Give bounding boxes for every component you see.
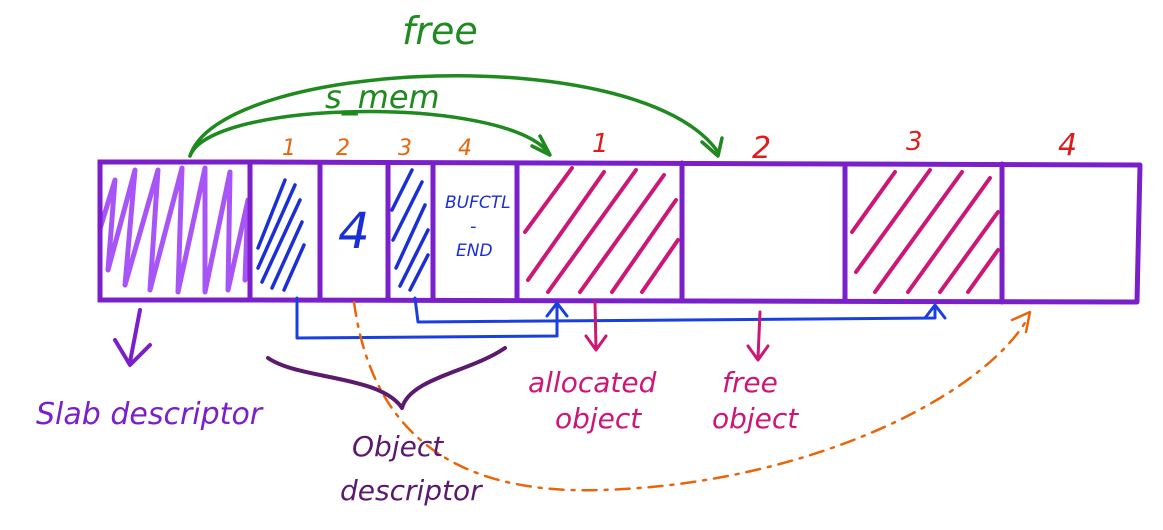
object-index-2: 2 xyxy=(752,131,771,166)
object-cell-1-allocated xyxy=(523,166,680,294)
descriptor-index-row: 1 2 3 4 xyxy=(282,136,472,161)
descriptor-cell-2: 4 xyxy=(338,202,370,260)
s-mem-label: s_mem xyxy=(325,78,440,116)
free-arrow xyxy=(188,74,724,158)
free-object-pointer xyxy=(746,310,770,362)
descriptor-to-object-arrows xyxy=(295,296,947,340)
descriptor-index-3: 3 xyxy=(398,136,412,161)
slab-frame: 4 BUFCTL - END xyxy=(97,159,1143,305)
s-mem-arrow xyxy=(188,109,552,158)
descriptor-cell-3 xyxy=(390,168,430,292)
bufctl-end-line1: BUFCTL xyxy=(445,193,511,213)
object-descriptor-brace xyxy=(266,346,507,410)
descriptor-cell-4: BUFCTL - END xyxy=(445,193,511,261)
slab-descriptor-label: Slab descriptor xyxy=(36,397,264,432)
object-cells xyxy=(523,166,1000,294)
free-list-end-arrow xyxy=(352,300,1032,492)
free-object-label-line2: object xyxy=(712,402,799,435)
slab-descriptor-block xyxy=(97,159,253,303)
descriptor-index-1: 1 xyxy=(282,136,296,161)
allocated-object-pointer xyxy=(584,300,608,352)
object-index-3: 3 xyxy=(906,127,923,157)
allocated-object-label-line1: allocated xyxy=(528,366,657,399)
object-index-row: 1 2 3 4 xyxy=(592,127,1077,166)
bufctl-end-line2: - xyxy=(470,216,477,237)
descriptor-index-2: 2 xyxy=(336,136,350,161)
descriptor-cell-2-value: 4 xyxy=(338,202,370,260)
free-object-label-line1: free xyxy=(722,366,778,399)
descriptor-index-4: 4 xyxy=(458,136,472,161)
object-descriptor-label-line1: Object xyxy=(352,430,444,463)
object-descriptor-label-line2: descriptor xyxy=(340,474,483,507)
free-top-label: free xyxy=(402,9,478,53)
object-cell-3-allocated xyxy=(850,168,1000,294)
bufctl-end-line3: END xyxy=(456,241,493,261)
slab-descriptor-pointer xyxy=(113,308,152,367)
object-index-1: 1 xyxy=(592,129,609,159)
allocated-object-label-line2: object xyxy=(555,402,642,435)
object-index-4: 4 xyxy=(1058,128,1077,163)
descriptor-cell-1 xyxy=(256,178,306,292)
object-descriptor-cells: 4 BUFCTL - END xyxy=(256,168,511,292)
